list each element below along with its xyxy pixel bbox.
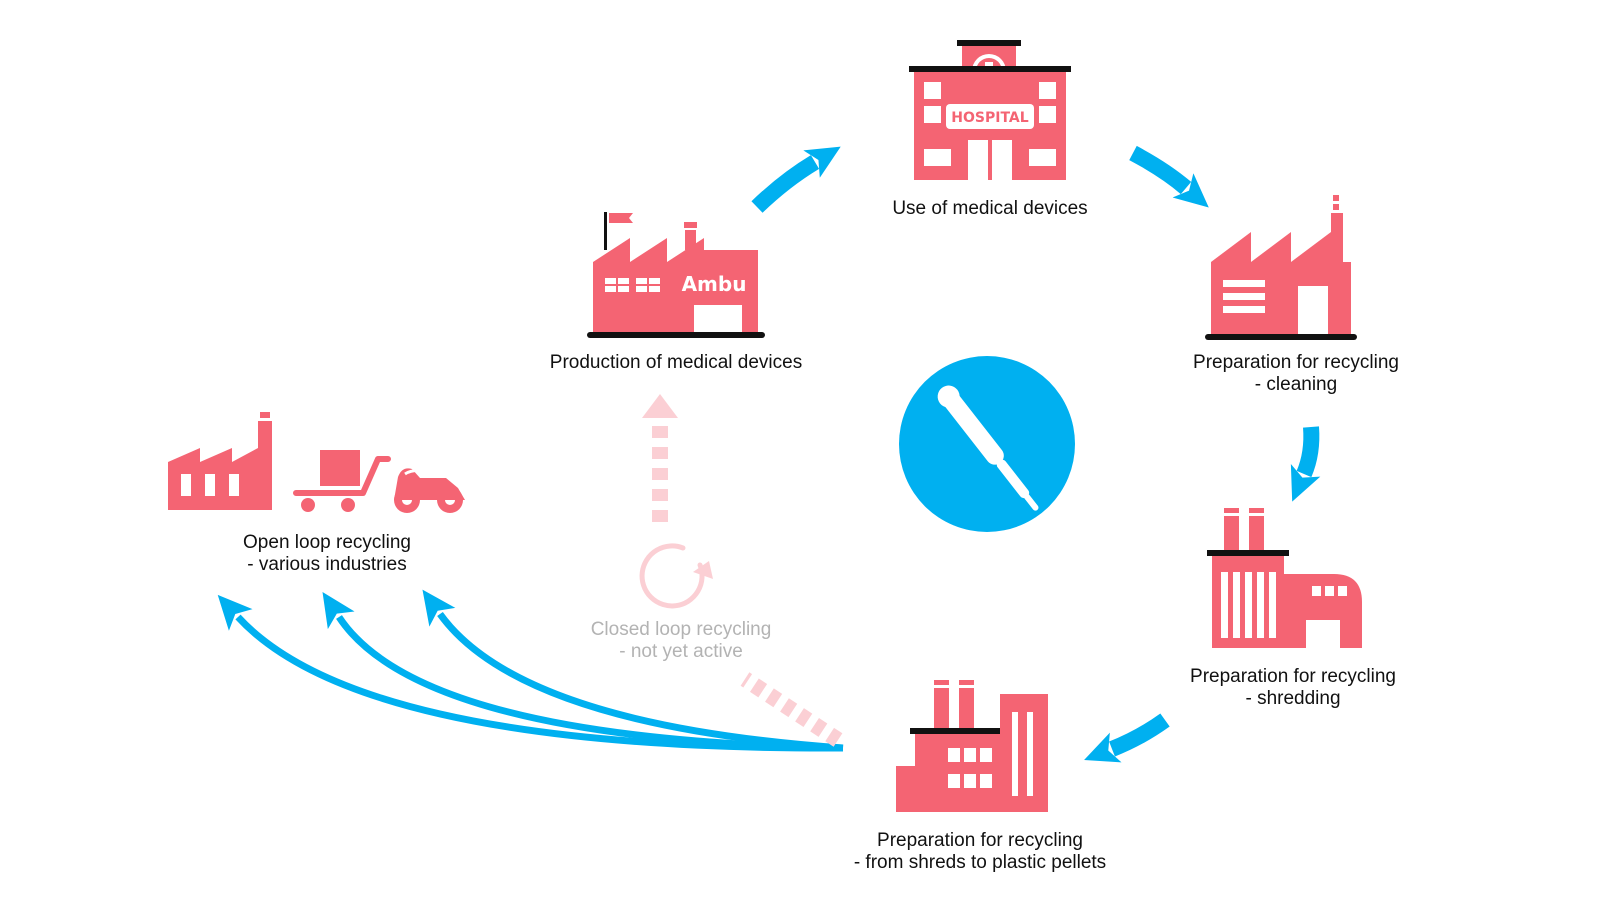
hand-truck-icon — [293, 450, 391, 512]
label-line: Closed loop recycling — [590, 619, 772, 640]
label-line: Preparation for recycling — [1193, 352, 1399, 373]
closed-loop-arrowhead — [642, 394, 678, 418]
label-line: - various industries — [247, 554, 407, 575]
label-line: - not yet active — [619, 641, 743, 662]
label-pellets: Preparation for recycling - from shreds … — [854, 830, 1106, 874]
arrow-pellets-to-open-loop-1 — [217, 594, 844, 752]
ambu-factory-icon: Ambu — [587, 212, 765, 338]
open-loop-arrows — [217, 589, 844, 752]
recycle-cycle-icon — [639, 543, 713, 609]
label-line: - cleaning — [1254, 374, 1338, 395]
label-line: Production of medical devices — [549, 352, 803, 373]
arrow-production-to-use — [751, 146, 841, 213]
cycle-arrows — [751, 145, 1321, 763]
arrow-use-to-cleaning — [1129, 145, 1209, 208]
hospital-icon: HOSPITAL — [909, 40, 1071, 180]
closed-loop-path — [639, 394, 843, 747]
hospital-sign: HOSPITAL — [951, 110, 1028, 126]
pellet-factory-icon — [896, 680, 1048, 812]
endoscope-icon — [899, 356, 1075, 532]
label-cleaning: Preparation for recycling - cleaning — [1193, 352, 1399, 396]
label-open-loop: Open loop recycling - various industries — [243, 532, 411, 576]
arrow-shredding-to-pellets — [1084, 713, 1170, 763]
label-shredding: Preparation for recycling - shredding — [1190, 666, 1396, 710]
label-line: Use of medical devices — [892, 198, 1088, 219]
industry-factory-icon — [168, 412, 272, 510]
label-line: - from shreds to plastic pellets — [853, 852, 1107, 873]
shredding-factory-icon — [1207, 508, 1362, 648]
label-line: Preparation for recycling — [877, 830, 1083, 851]
label-production-of-medical-devices: Production of medical devices — [550, 352, 802, 374]
arrow-pellets-to-open-loop-3 — [422, 589, 844, 752]
label-line: Preparation for recycling — [1190, 666, 1396, 687]
label-closed-loop: Closed loop recycling - not yet active — [591, 619, 772, 663]
ambu-brand-text: Ambu — [682, 272, 747, 296]
label-use-of-medical-devices: Use of medical devices — [892, 198, 1087, 220]
scooter-icon — [394, 468, 465, 513]
closed-loop-dash-lower — [740, 672, 843, 747]
cleaning-factory-icon — [1205, 195, 1357, 340]
arrow-pellets-to-open-loop-2 — [322, 591, 844, 752]
arrow-cleaning-to-shredding — [1290, 426, 1321, 502]
label-line: - shredding — [1245, 688, 1341, 709]
label-line: Open loop recycling — [243, 532, 411, 553]
